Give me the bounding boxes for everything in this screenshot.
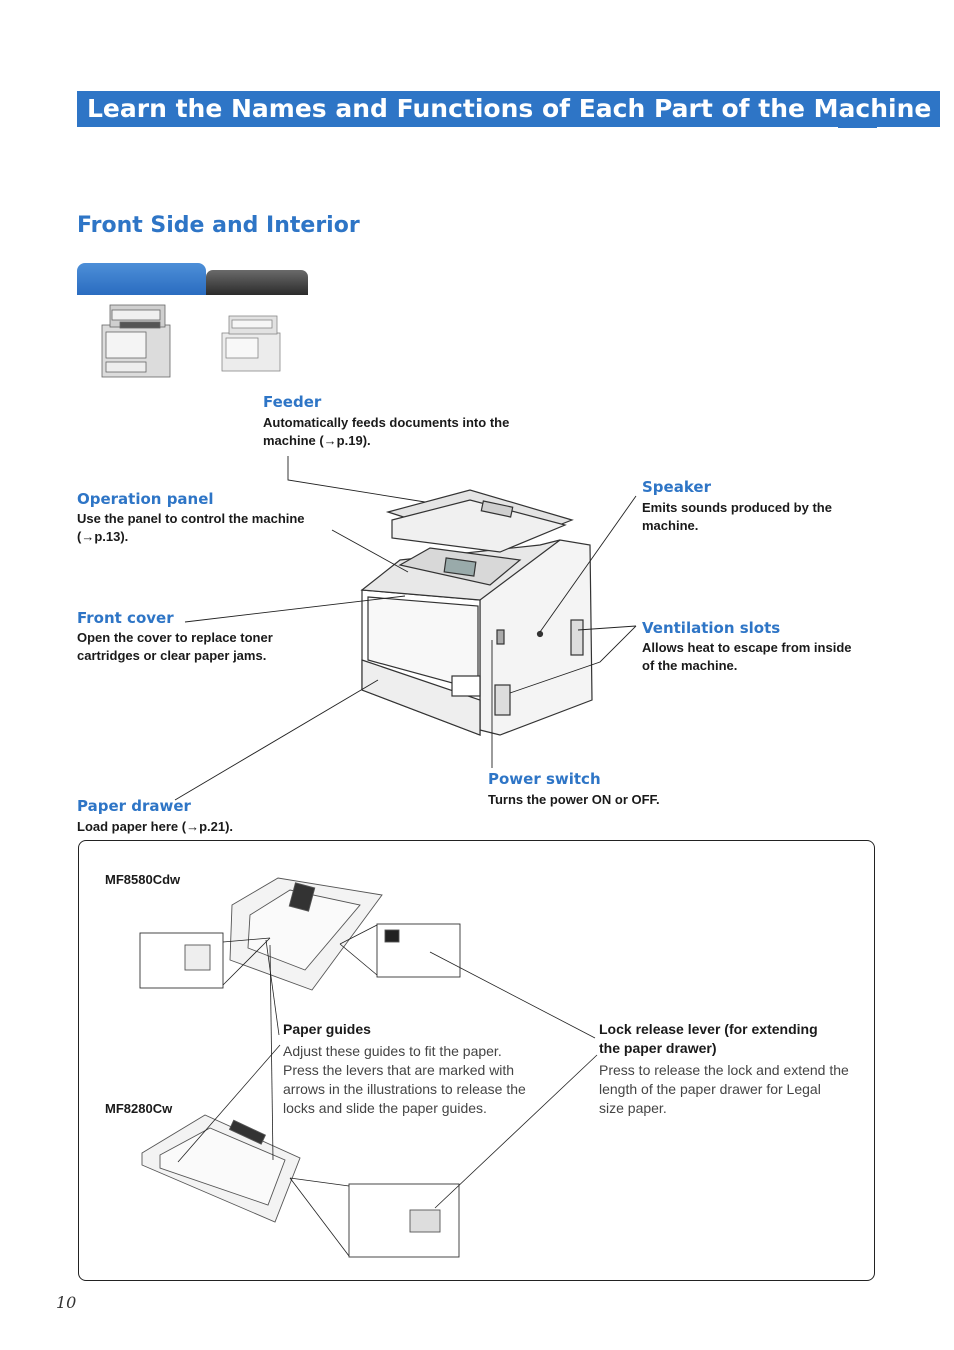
ventilation-line-2: of the machine. <box>642 658 738 673</box>
drawer-illustration-mf8580 <box>139 877 461 991</box>
page-number: 10 <box>56 1293 77 1312</box>
front-cover-line-1: Open the cover to replace toner <box>77 630 273 645</box>
thumbnail-color-model <box>101 304 171 378</box>
lock-release-line-3: size paper. <box>599 1100 667 1116</box>
operation-panel-line-1: Use the panel to control the machine <box>77 511 305 526</box>
thumbnail-mono-model <box>221 315 281 372</box>
model-tab-mono[interactable] <box>206 270 308 295</box>
speaker-description: Emits sounds produced by the machine. <box>642 499 892 535</box>
lock-release-description: Press to release the lock and extend the… <box>599 1061 864 1118</box>
feeder-description: Automatically feeds documents into the m… <box>263 414 553 450</box>
ventilation-line-1: Allows heat to escape from inside <box>642 640 852 655</box>
main-machine <box>360 489 593 736</box>
operation-panel-heading: Operation panel <box>77 490 214 508</box>
lock-release-heading-line-1: Lock release lever (for extending <box>599 1021 818 1037</box>
power-switch-heading: Power switch <box>488 770 601 788</box>
power-switch-description: Turns the power ON or OFF. <box>488 792 660 807</box>
model-label-mf8280cw: MF8280Cw <box>105 1101 173 1116</box>
lock-release-block: Lock release lever (for extending the pa… <box>599 1020 864 1118</box>
paper-drawer-detail-box <box>78 840 875 1281</box>
paper-guides-heading: Paper guides <box>283 1021 371 1037</box>
operation-panel-line-2: (→p.13). <box>77 529 129 544</box>
paper-guides-line-3: arrows in the illustrations to release t… <box>283 1081 526 1097</box>
paper-guides-line-2: Press the levers that are marked with <box>283 1062 515 1078</box>
front-cover-description: Open the cover to replace toner cartridg… <box>77 629 337 665</box>
paper-guides-description: Adjust these guides to fit the paper. Pr… <box>283 1042 553 1118</box>
feeder-line-2: machine (→p.19). <box>263 433 371 448</box>
title-rule <box>838 127 877 128</box>
model-label-mf8580cdw: MF8580Cdw <box>105 872 181 887</box>
speaker-heading: Speaker <box>642 478 711 496</box>
paper-guides-block: Paper guides Adjust these guides to fit … <box>283 1020 553 1118</box>
lock-release-heading: Lock release lever (for extending the pa… <box>599 1020 864 1058</box>
front-cover-heading: Front cover <box>77 609 174 627</box>
lock-release-line-2: length of the paper drawer for Legal <box>599 1081 821 1097</box>
ventilation-slots-heading: Ventilation slots <box>642 619 781 637</box>
operation-panel-description: Use the panel to control the machine (→p… <box>77 510 337 546</box>
model-tab-color[interactable] <box>77 263 206 295</box>
section-title: Front Side and Interior <box>77 213 360 238</box>
page-title: Learn the Names and Functions of Each Pa… <box>77 91 941 127</box>
front-cover-line-2: cartridges or clear paper jams. <box>77 648 267 663</box>
lock-release-heading-line-2: the paper drawer) <box>599 1040 717 1056</box>
speaker-line-1: Emits sounds produced by the <box>642 500 832 515</box>
paper-drawer-description: Load paper here (→p.21). <box>77 819 234 834</box>
ventilation-slots-description: Allows heat to escape from inside of the… <box>642 639 902 675</box>
paper-guides-line-1: Adjust these guides to fit the paper. <box>283 1043 502 1059</box>
paper-guides-line-4: locks and slide the paper guides. <box>283 1100 487 1116</box>
feeder-heading: Feeder <box>263 393 322 411</box>
feeder-line-1: Automatically feeds documents into the <box>263 415 510 430</box>
speaker-line-2: machine. <box>642 518 699 533</box>
box-leader-lines <box>177 924 598 1257</box>
paper-drawer-heading: Paper drawer <box>77 797 191 815</box>
lock-release-line-1: Press to release the lock and extend the <box>599 1062 849 1078</box>
leader-lines <box>174 456 637 801</box>
